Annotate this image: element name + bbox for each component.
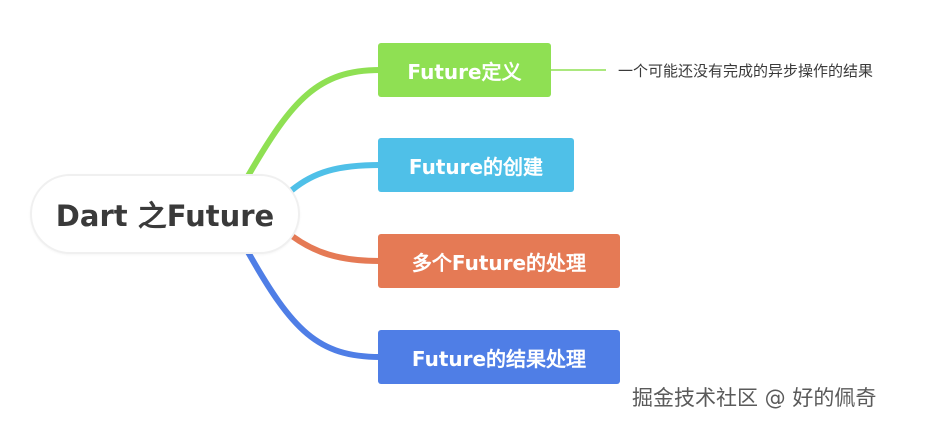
note-text: 一个可能还没有完成的异步操作的结果 xyxy=(618,62,874,80)
watermark-text: 掘金技术社区 @ 好的佩奇 xyxy=(632,386,877,410)
branch-node-future-creation[interactable]: Future的创建 xyxy=(378,138,574,192)
root-node-label: Dart 之Future xyxy=(55,199,275,233)
branch-node-label: 多个Future的处理 xyxy=(411,250,587,275)
connector-branch-4 xyxy=(245,249,383,360)
connector-branch-3 xyxy=(289,233,383,264)
root-node[interactable]: Dart 之Future xyxy=(30,174,300,254)
branch-node-future-definition[interactable]: Future定义 xyxy=(378,43,551,97)
branch-node-label: Future定义 xyxy=(407,59,522,84)
connector-branch-2 xyxy=(289,162,383,193)
branch-node-multiple-futures[interactable]: 多个Future的处理 xyxy=(378,234,620,288)
branch-node-label: Future的结果处理 xyxy=(411,346,587,371)
connector-branch-1 xyxy=(245,67,383,179)
branch-node-label: Future的创建 xyxy=(408,154,544,179)
branch-node-future-results[interactable]: Future的结果处理 xyxy=(378,330,620,384)
